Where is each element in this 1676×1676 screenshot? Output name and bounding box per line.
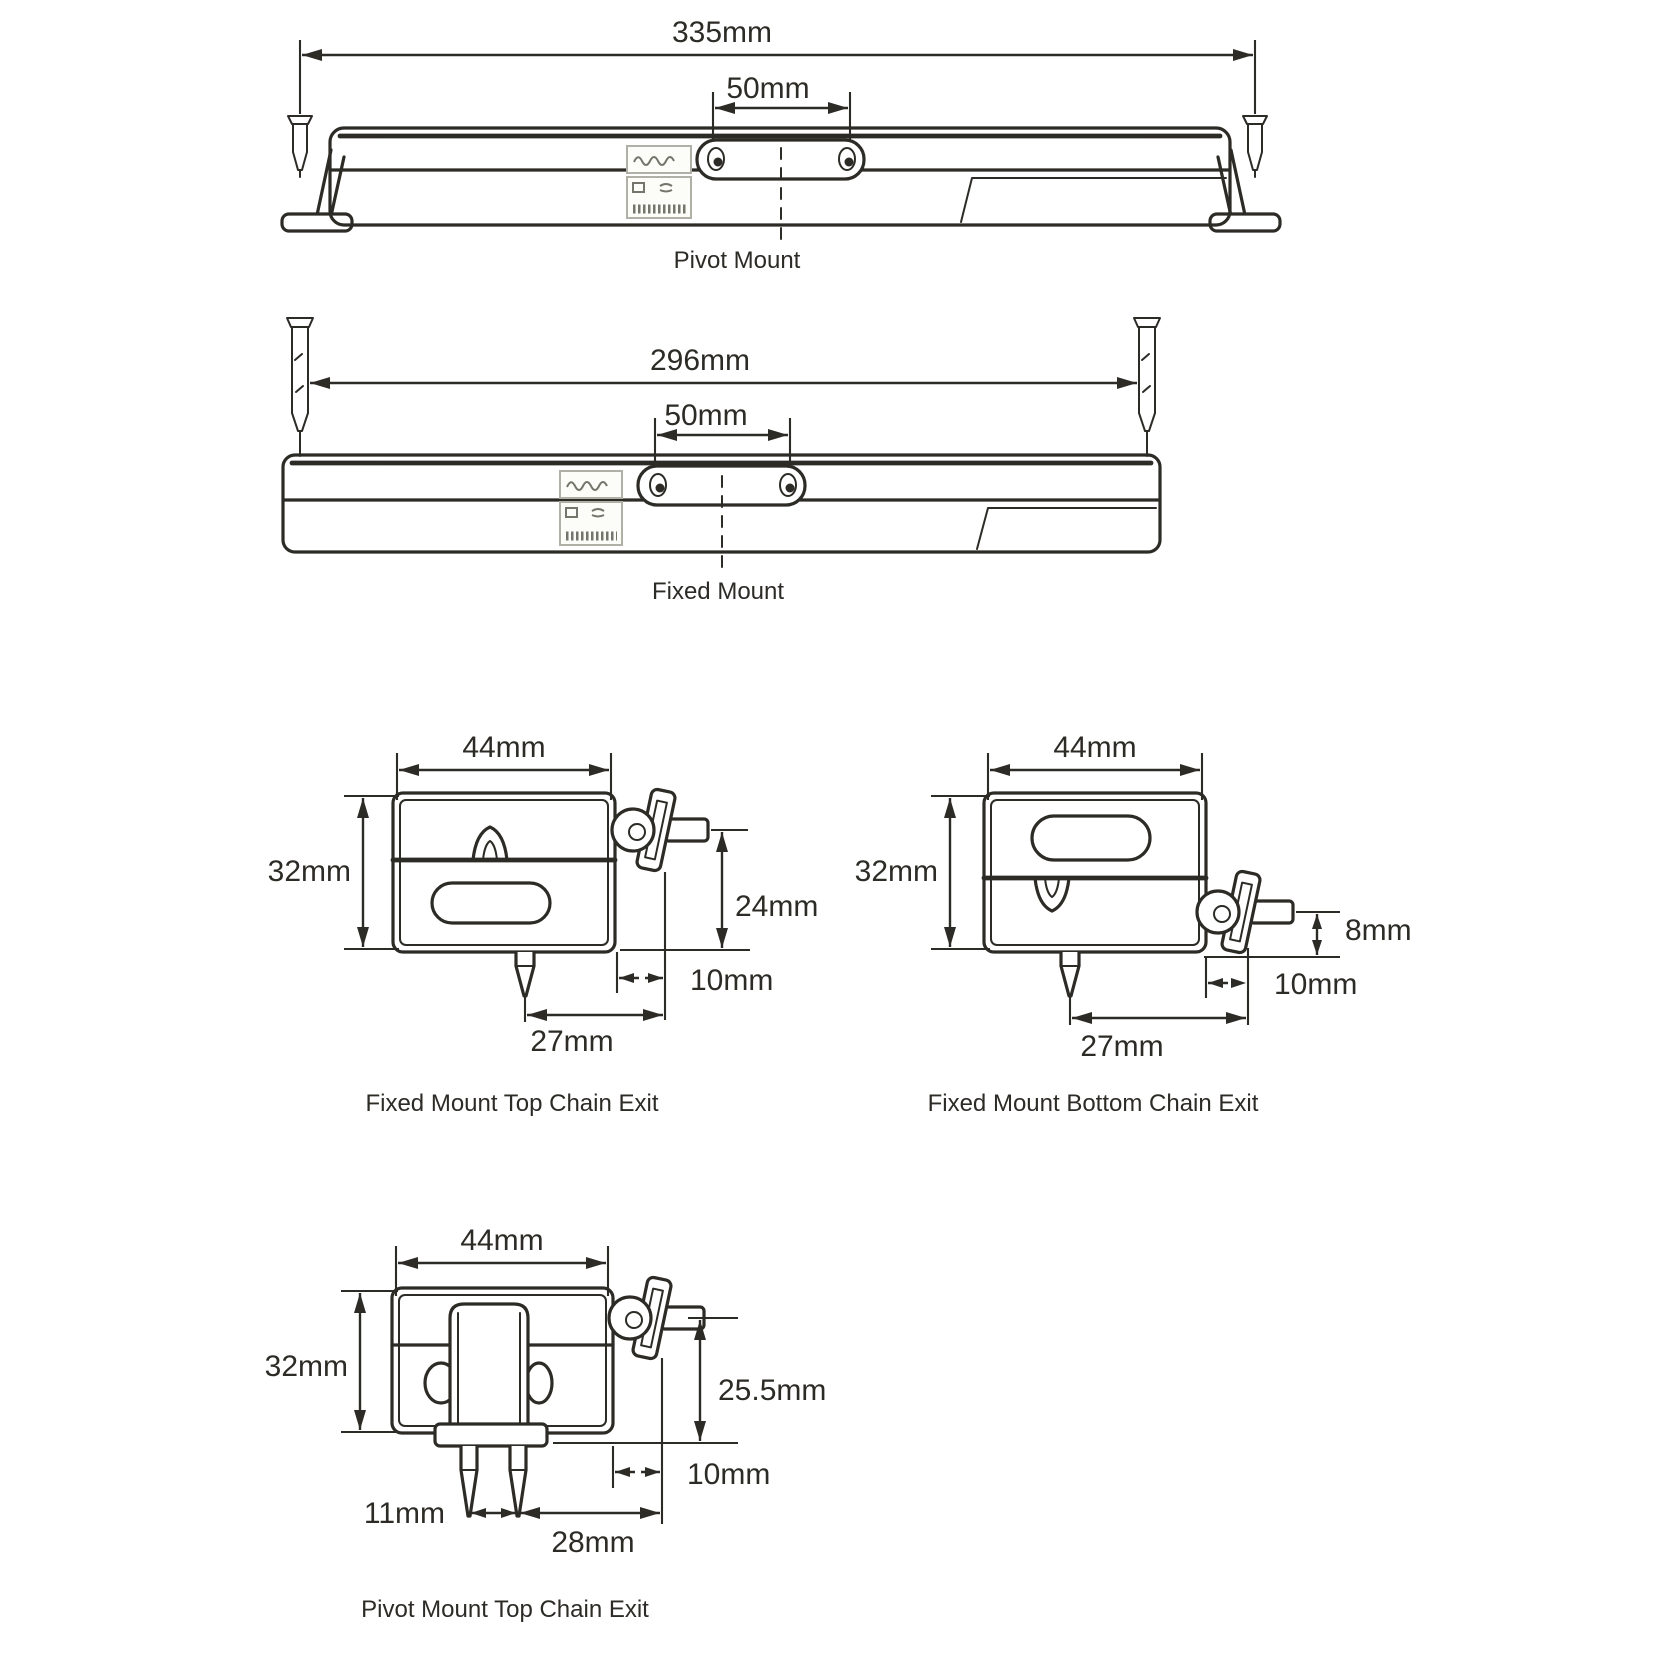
stud-to-base-label: 25.5mm — [718, 1374, 826, 1407]
overall-width-label: 296mm — [650, 344, 750, 377]
pivot-top-caption: Pivot Mount Top Chain Exit — [361, 1596, 649, 1623]
dimension-pin-offset: 27mm — [1072, 1012, 1246, 1063]
fixed-mount-side-view: 296mm 50mm — [281, 317, 1162, 605]
fixed-bottom-caption: Fixed Mount Bottom Chain Exit — [928, 1090, 1259, 1117]
dimension-stud-to-base: 24mm — [620, 828, 818, 952]
body-height-label: 32mm — [855, 855, 938, 888]
chain-roller-right — [524, 1361, 554, 1405]
edge-offset-label: 10mm — [690, 964, 773, 997]
body-width-label: 44mm — [460, 1224, 543, 1257]
dimension-body-width: 44mm — [986, 731, 1204, 800]
dimension-overall-width: 296mm — [310, 344, 1137, 389]
bracket-spacing-label: 50mm — [664, 399, 747, 432]
dimension-edge-offset: 10mm — [615, 872, 773, 1020]
wall-anchor-icon-right — [1242, 115, 1268, 178]
pivot-foot-left — [280, 148, 354, 233]
actuator-end-body — [390, 787, 710, 1022]
body-height-label: 32mm — [268, 855, 351, 888]
pivot-stud-bracket — [610, 787, 710, 873]
overall-width-label: 335mm — [672, 16, 772, 49]
dimension-body-width: 44mm — [394, 1224, 610, 1296]
pivot-mount-side-view: 335mm 50mm — [280, 16, 1282, 274]
pivot-mount-caption: Pivot Mount — [674, 247, 801, 274]
locating-pin — [1059, 950, 1081, 1025]
pin-offset-label: 28mm — [551, 1526, 634, 1559]
dimension-body-height: 32mm — [268, 794, 399, 951]
ball-joint — [607, 1295, 653, 1341]
actuator-body — [328, 126, 1232, 247]
pin-spacing-label: 11mm — [364, 1497, 445, 1530]
body-width-label: 44mm — [462, 731, 545, 764]
chain-guide-dome — [471, 825, 509, 862]
pivot-clamp-bracket — [433, 1302, 549, 1448]
fixed-mount-top-chain-exit-view: 44mm 32mm — [268, 731, 819, 1117]
clamp-base-plate — [433, 1422, 549, 1448]
dimension-pin-offset: 28mm — [520, 1507, 660, 1559]
fixed-mount-caption: Fixed Mount — [652, 578, 784, 605]
ball-joint — [1195, 889, 1241, 935]
dimension-bracket-spacing: 50mm — [653, 399, 792, 476]
dimension-body-height: 32mm — [265, 1289, 398, 1434]
product-label-sticker — [626, 145, 692, 219]
pin-offset-label: 27mm — [530, 1025, 613, 1058]
slot-opening — [1030, 814, 1152, 862]
fixed-top-caption: Fixed Mount Top Chain Exit — [365, 1090, 658, 1117]
fixed-mount-bottom-chain-exit-view: 44mm 32mm — [855, 731, 1412, 1117]
dimension-pin-offset: 27mm — [527, 1009, 663, 1058]
locating-pin-right — [508, 1444, 528, 1518]
product-label-sticker — [559, 470, 623, 546]
body-width-label: 44mm — [1053, 731, 1136, 764]
pivot-foot-right — [1208, 148, 1282, 233]
wall-anchor-icon-left — [287, 115, 313, 178]
edge-offset-label: 10mm — [687, 1458, 770, 1491]
dimension-edge-offset: 10mm — [611, 1358, 770, 1524]
actuator-end-body — [981, 791, 1295, 1025]
pin-offset-label: 27mm — [1080, 1030, 1163, 1063]
dimension-stud-to-base: 8mm — [1204, 910, 1412, 959]
dimension-stud-to-base: 25.5mm — [553, 1316, 826, 1445]
actuator-end-body — [390, 1275, 706, 1518]
screw-icon-left — [286, 317, 314, 457]
slot-opening — [430, 881, 552, 925]
body-height-label: 32mm — [265, 1350, 348, 1383]
dimension-bracket-spacing: 50mm — [711, 72, 852, 150]
screw-icon-right — [1133, 317, 1161, 457]
bracket-spacing-label: 50mm — [726, 72, 809, 105]
pivot-mount-top-chain-exit-view: 44mm 32mm — [265, 1224, 827, 1623]
pivot-stud-bracket — [1195, 869, 1295, 955]
locating-pin-left — [459, 1444, 479, 1518]
pivot-stud-bracket — [607, 1275, 706, 1361]
locating-pin — [514, 950, 536, 1022]
stud-to-base-label: 8mm — [1345, 914, 1412, 947]
dimension-pin-spacing: 11mm — [364, 1497, 516, 1530]
actuator-body — [281, 453, 1162, 577]
dimension-body-height: 32mm — [855, 794, 990, 951]
stud-to-base-label: 24mm — [735, 890, 818, 923]
dimension-overall-width: 335mm — [298, 16, 1257, 114]
chain-guide-dome — [1033, 876, 1071, 913]
ball-joint — [610, 807, 656, 853]
dimension-body-width: 44mm — [395, 731, 613, 800]
edge-offset-label: 10mm — [1274, 968, 1357, 1001]
dimension-edge-offset: 10mm — [1204, 948, 1357, 1025]
